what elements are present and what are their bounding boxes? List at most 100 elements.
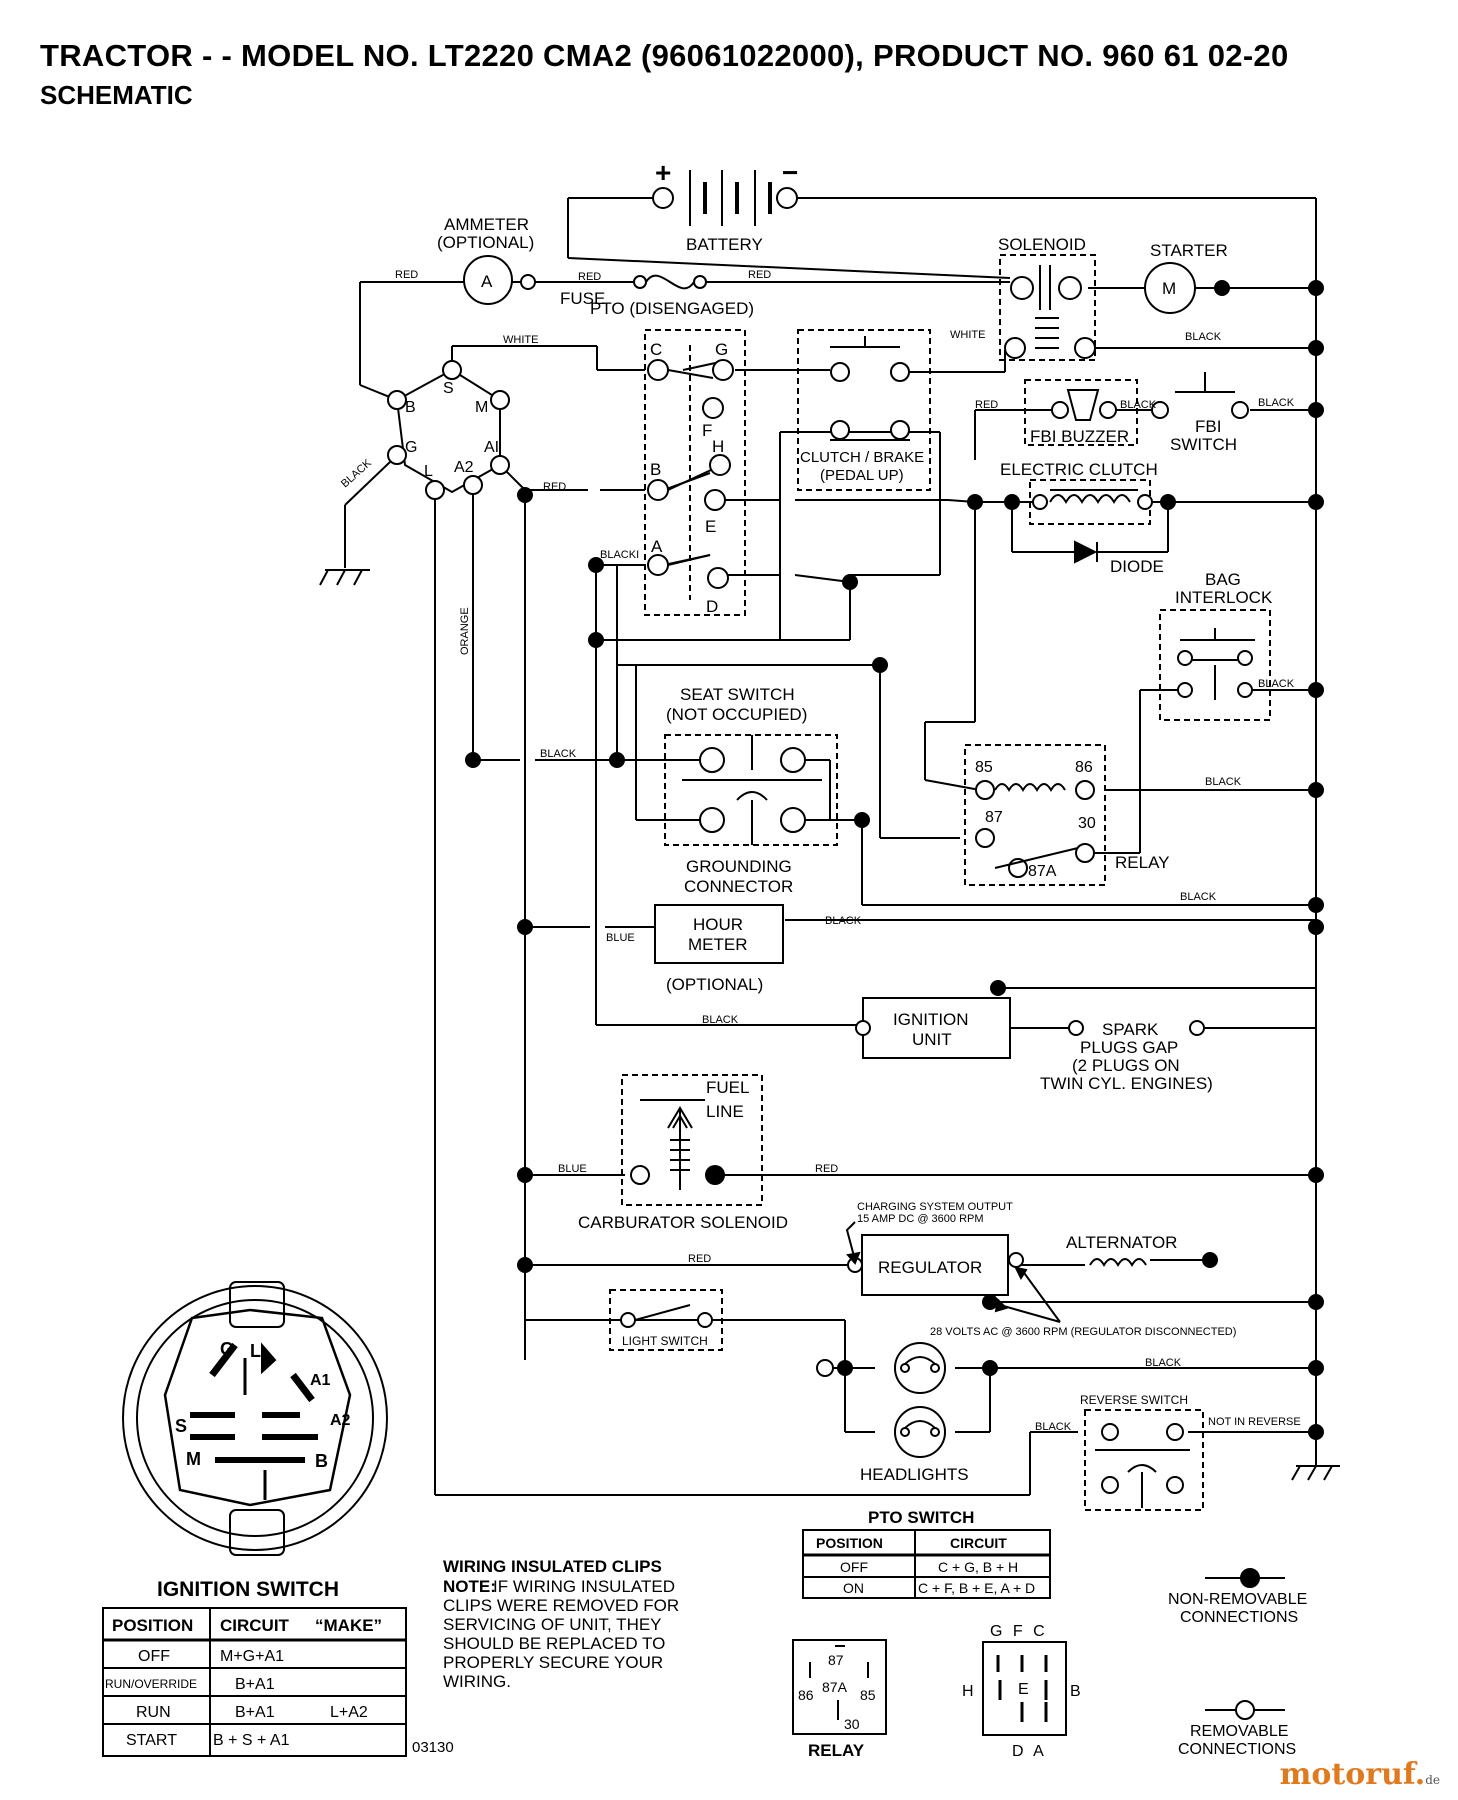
clips-line-4: PROPERLY SECURE YOUR [443, 1653, 663, 1672]
electric-clutch-label: ELECTRIC CLUTCH [1000, 460, 1158, 479]
relay-label: RELAY [1115, 853, 1170, 872]
wire-label-red-4: RED [975, 399, 998, 411]
ign-row-2-pos: RUN [136, 1704, 171, 1721]
ammeter-symbol: A [481, 272, 493, 291]
ignition-unit-label: IGNITION [893, 1010, 969, 1029]
pto-terminal-b: B [650, 460, 661, 479]
relay-pinout-87: 87 [828, 1652, 844, 1668]
ign-face-a2: A2 [330, 1412, 351, 1429]
ign-row-3-circuit: B + S + A1 [213, 1732, 290, 1749]
clips-note-label: NOTE: [443, 1577, 496, 1596]
ign-row-2-circuit: B+A1 [235, 1704, 275, 1721]
bag-interlock-sublabel: INTERLOCK [1175, 588, 1273, 607]
pto-disengaged-label: PTO (DISENGAGED) [590, 299, 754, 318]
pto-pinout-right: B [1070, 1683, 1081, 1700]
electric-clutch: ELECTRIC CLUTCH [1000, 460, 1158, 525]
fbi-switch: FBI SWITCH [1151, 372, 1249, 454]
ign-row-1-pos: RUN/OVERRIDE [105, 1677, 197, 1691]
pto-pinout-bottom: D A [1012, 1743, 1047, 1760]
battery-minus: − [782, 157, 798, 188]
wire-label-red-6: RED [815, 1163, 838, 1175]
ign-terminal-s: S [443, 380, 454, 397]
junctions [465, 280, 1324, 1440]
ign-face-a1: A1 [310, 1372, 331, 1389]
pto-row-0-circuit: C + G, B + H [938, 1559, 1018, 1575]
spark-label-4: TWIN CYL. ENGINES) [1040, 1074, 1213, 1093]
wire-label-blue-1: BLUE [606, 932, 635, 944]
relay-pin-85: 85 [975, 759, 993, 776]
pto-switch-table: PTO SWITCH POSITION CIRCUIT OFF C + G, B… [802, 1508, 1051, 1599]
bag-interlock: BAG INTERLOCK [1159, 570, 1273, 721]
clips-line-2: SERVICING OF UNIT, THEY [443, 1615, 662, 1634]
watermark-tld: de [1425, 1773, 1440, 1787]
fuel-label: FUEL [706, 1078, 749, 1097]
wires [359, 197, 1317, 1496]
relay-pin-30: 30 [1078, 815, 1096, 832]
pto-terminal-h: H [712, 437, 724, 456]
carb-solenoid-label: CARBURATOR SOLENOID [578, 1213, 788, 1232]
pto-row-1-pos: ON [843, 1580, 864, 1596]
pto-row-0-pos: OFF [840, 1559, 868, 1575]
ignition-unit: IGNITION UNIT [855, 997, 1011, 1059]
wire-label-black-4: BLACK [540, 748, 577, 760]
relay-pinout-title: RELAY [808, 1741, 865, 1760]
light-switch: LIGHT SWITCH [609, 1289, 723, 1351]
wire-label-red-5: RED [543, 481, 566, 493]
ign-terminal-a2: A2 [454, 459, 474, 476]
wire-label-white-2: WHITE [950, 329, 985, 341]
non-removable-sublabel: CONNECTIONS [1180, 1609, 1298, 1626]
wire-label-black-8: BLACK [825, 915, 862, 927]
bag-interlock-label: BAG [1205, 570, 1241, 589]
relay: 85 86 87 30 87A RELAY [964, 744, 1170, 886]
wire-label-red-2: RED [578, 271, 601, 283]
ignition-unit-sublabel: UNIT [912, 1030, 952, 1049]
wire-label-black-9: BLACK [702, 1014, 739, 1026]
clutch-brake-label: CLUTCH / BRAKE [800, 449, 924, 466]
wire-label-black-5: BLACK [1258, 678, 1295, 690]
spark-plugs: SPARK PLUGS GAP (2 PLUGS ON TWIN CYL. EN… [1040, 1020, 1213, 1093]
spark-label-3: (2 PLUGS ON [1072, 1056, 1180, 1075]
pto-terminal-e: E [705, 517, 716, 536]
ign-terminal-g: G [405, 439, 417, 456]
solenoid-label: SOLENOID [998, 235, 1086, 254]
clips-line-5: WIRING. [443, 1672, 511, 1691]
clips-line-1: CLIPS WERE REMOVED FOR [443, 1596, 679, 1615]
reverse-switch: REVERSE SWITCH NOT IN REVERSE [1080, 1393, 1340, 1511]
headlights-label: HEADLIGHTS [860, 1465, 969, 1484]
relay-pinout-87a: 87A [822, 1679, 848, 1695]
fbi-buzzer: FBI BUZZER [1024, 379, 1138, 446]
ign-face-l: L [250, 1341, 261, 1361]
spark-label-2: PLUGS GAP [1080, 1038, 1178, 1057]
battery-plus: + [655, 157, 671, 188]
ign-col-circuit: CIRCUIT [220, 1616, 290, 1635]
pto-pinout-left: H [962, 1683, 974, 1700]
grounding-sublabel: CONNECTOR [684, 877, 793, 896]
ignition-switch-face: G L A1 A2 S M B [122, 1281, 388, 1556]
starter-symbol: M [1162, 279, 1176, 298]
clips-title: WIRING INSULATED CLIPS [443, 1557, 662, 1576]
ign-face-m: M [186, 1449, 201, 1469]
grounding-label: GROUNDING [686, 857, 792, 876]
wire-label-black-1: BLACK [1185, 331, 1222, 343]
ignition-terminals: S B M G L A2 AI [319, 360, 510, 586]
pto-terminal-c: C [650, 340, 662, 359]
ign-row-0-circuit: M+G+A1 [220, 1648, 284, 1665]
pto-terminal-d: D [706, 597, 718, 616]
ign-row-0-pos: OFF [138, 1648, 170, 1665]
wire-label-blacki: BLACKI [600, 549, 639, 561]
pto-col-position: POSITION [816, 1535, 883, 1551]
ign-row-2-make: L+A2 [330, 1704, 368, 1721]
pto-pinout-top: G F C [990, 1623, 1048, 1640]
relay-pin-87a: 87A [1028, 863, 1057, 880]
wire-label-red-7: RED [688, 1253, 711, 1265]
ammeter: A AMMETER (OPTIONAL) [437, 215, 536, 305]
wire-label-black-12: BLACK [339, 457, 374, 490]
battery: + − BATTERY [652, 157, 798, 254]
hour-meter-sublabel: METER [688, 935, 748, 954]
solenoid: SOLENOID [998, 235, 1096, 361]
clips-line-3: SHOULD BE REPLACED TO [443, 1634, 665, 1653]
ammeter-optional: (OPTIONAL) [437, 233, 534, 252]
alternator: ALTERNATOR 28 VOLTS AC @ 3600 RPM (REGUL… [930, 1233, 1236, 1338]
hour-meter: HOUR METER (OPTIONAL) [654, 904, 784, 994]
pto-col-circuit: CIRCUIT [950, 1535, 1007, 1551]
